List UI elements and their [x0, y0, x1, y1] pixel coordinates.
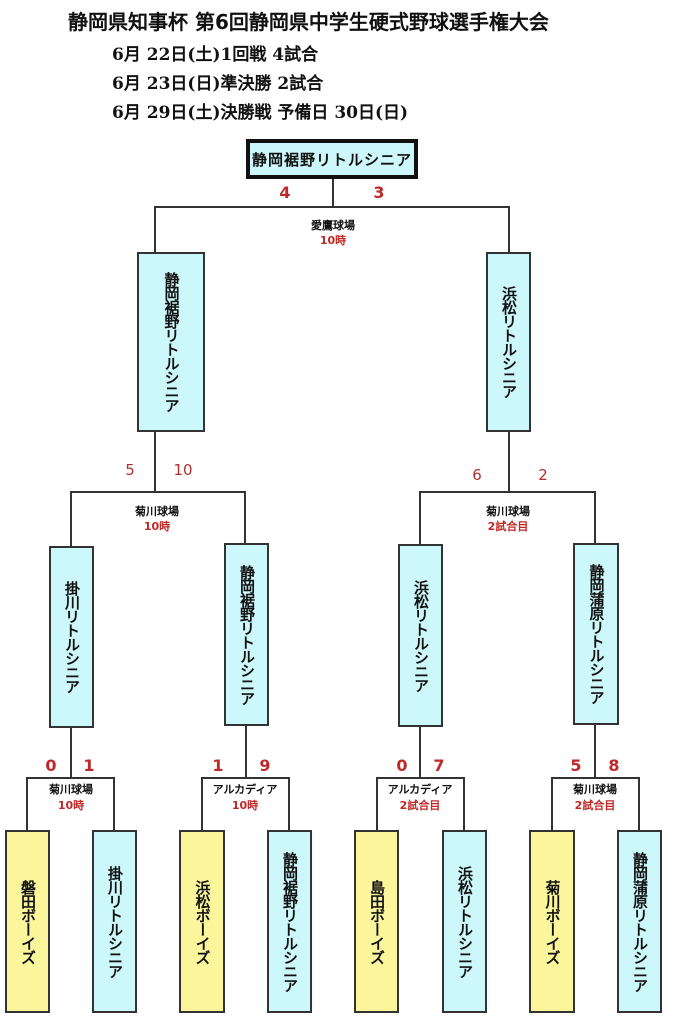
r1-m1-time: 10時	[57, 799, 85, 812]
final-connector-line	[332, 179, 334, 208]
final-venue: 愛鷹球場	[311, 219, 355, 232]
semi-right-connector-line	[508, 432, 510, 493]
r1-team-box-3: 浜松ボーイズ	[179, 830, 225, 1013]
semi-right-score-a: 6	[472, 466, 482, 484]
r1-m3-connector-line	[419, 727, 421, 779]
r1-m1-leg-b	[113, 777, 115, 830]
r1-team-box-4: 静岡裾野リトルシニア	[267, 830, 312, 1013]
final-left-leg	[154, 206, 156, 253]
semi-right-leg-a	[419, 491, 421, 544]
r1-m1-score-a: 0	[45, 756, 57, 775]
finalist-name-right: 浜松リトルシニア	[500, 286, 518, 398]
r1-m3-score-a: 0	[396, 756, 408, 775]
semi-left-score-a: 5	[125, 461, 135, 479]
r1-team-name-1: 磐田ボーイズ	[19, 879, 37, 964]
semifinalist-box-3: 浜松リトルシニア	[398, 544, 443, 727]
final-score-right: 3	[373, 183, 385, 202]
tournament-title: 静岡県知事杯 第6回静岡県中学生硬式野球選手権大会	[68, 10, 549, 34]
semi-left-venue: 菊川球場	[135, 505, 179, 518]
semi-left-leg-a	[70, 491, 72, 547]
r1-m4-leg-b	[638, 777, 640, 830]
r1-m1-connector-line	[70, 728, 72, 779]
final-score-left: 4	[279, 183, 291, 202]
r1-team-box-8: 静岡蒲原リトルシニア	[617, 830, 662, 1013]
semifinalist-name-1: 掛川リトルシニア	[63, 581, 81, 693]
r1-m1-leg-a	[26, 777, 28, 830]
semifinalist-box-4: 静岡蒲原リトルシニア	[573, 543, 619, 725]
finalist-box-right: 浜松リトルシニア	[486, 252, 531, 432]
semi-left-leg-b	[244, 491, 246, 543]
schedule-line-round1: 6月 22日(土)1回戦 4試合	[112, 45, 319, 65]
r1-m4-venue: 菊川球場	[573, 783, 617, 796]
r1-m2-venue: アルカディア	[212, 783, 278, 796]
r1-m1-bracket-line	[26, 777, 115, 779]
r1-m3-venue: アルカディア	[387, 783, 453, 796]
semi-right-score-b: 2	[538, 466, 548, 484]
r1-team-name-3: 浜松ボーイズ	[193, 879, 212, 964]
champion-box: 静岡裾野リトルシニア	[246, 139, 418, 179]
semi-right-time: 2試合目	[487, 520, 529, 533]
finalist-name-left: 静岡裾野リトルシニア	[162, 272, 181, 412]
r1-team-box-6: 浜松リトルシニア	[442, 830, 487, 1013]
r1-team-name-4: 静岡裾野リトルシニア	[281, 851, 299, 992]
schedule-line-final: 6月 29日(土)決勝戦 予備日 30日(日)	[112, 103, 409, 123]
champion-name: 静岡裾野リトルシニア	[251, 150, 412, 169]
r1-m2-score-a: 1	[212, 756, 224, 775]
final-time: 10時	[319, 234, 347, 247]
r1-m4-bracket-line	[551, 777, 640, 779]
r1-m3-bracket-line	[376, 777, 465, 779]
semi-right-venue: 菊川球場	[486, 505, 530, 518]
r1-m3-time: 2試合目	[399, 799, 441, 812]
r1-m4-connector-line	[594, 725, 596, 779]
r1-team-box-5: 島田ボーイズ	[354, 830, 399, 1013]
finalist-box-left: 静岡裾野リトルシニア	[137, 252, 205, 432]
semi-left-bracket-line	[70, 491, 246, 493]
r1-m2-leg-b	[288, 777, 290, 830]
r1-m4-time: 2試合目	[574, 799, 616, 812]
r1-team-name-2: 掛川リトルシニア	[106, 865, 124, 978]
r1-m4-leg-a	[551, 777, 553, 830]
semi-left-time: 10時	[143, 520, 171, 533]
r1-team-box-1: 磐田ボーイズ	[5, 830, 50, 1013]
semi-left-score-b: 10	[173, 461, 193, 479]
schedule-line-semifinal: 6月 23日(日)準決勝 2試合	[112, 74, 324, 94]
r1-m1-score-b: 1	[83, 756, 95, 775]
semi-right-bracket-line	[419, 491, 596, 493]
r1-m3-score-b: 7	[433, 756, 445, 775]
semifinalist-name-4: 静岡蒲原リトルシニア	[587, 564, 606, 704]
r1-m2-score-b: 9	[259, 756, 271, 775]
r1-team-box-7: 菊川ボーイズ	[529, 830, 575, 1013]
r1-team-name-5: 島田ボーイズ	[368, 879, 386, 964]
r1-m4-score-a: 5	[570, 756, 582, 775]
r1-m2-connector-line	[245, 726, 247, 779]
semifinalist-name-2: 静岡裾野リトルシニア	[238, 564, 256, 705]
r1-team-name-7: 菊川ボーイズ	[543, 879, 562, 964]
r1-m2-time: 10時	[231, 799, 259, 812]
final-bracket-line	[154, 206, 510, 208]
r1-team-name-6: 浜松リトルシニア	[456, 865, 474, 978]
r1-m1-venue: 菊川球場	[49, 783, 93, 796]
final-right-leg	[508, 206, 510, 253]
r1-team-name-8: 静岡蒲原リトルシニア	[631, 851, 649, 992]
r1-m3-leg-b	[463, 777, 465, 830]
semifinalist-box-1: 掛川リトルシニア	[49, 546, 94, 728]
r1-team-box-2: 掛川リトルシニア	[92, 830, 137, 1013]
semifinalist-name-3: 浜松リトルシニア	[412, 579, 430, 692]
semi-left-connector-line	[154, 432, 156, 493]
r1-m3-leg-a	[376, 777, 378, 830]
r1-m4-score-b: 8	[608, 756, 620, 775]
semifinalist-box-2: 静岡裾野リトルシニア	[224, 543, 269, 726]
r1-m2-leg-a	[201, 777, 203, 830]
semi-right-leg-b	[594, 491, 596, 543]
r1-m2-bracket-line	[201, 777, 290, 779]
